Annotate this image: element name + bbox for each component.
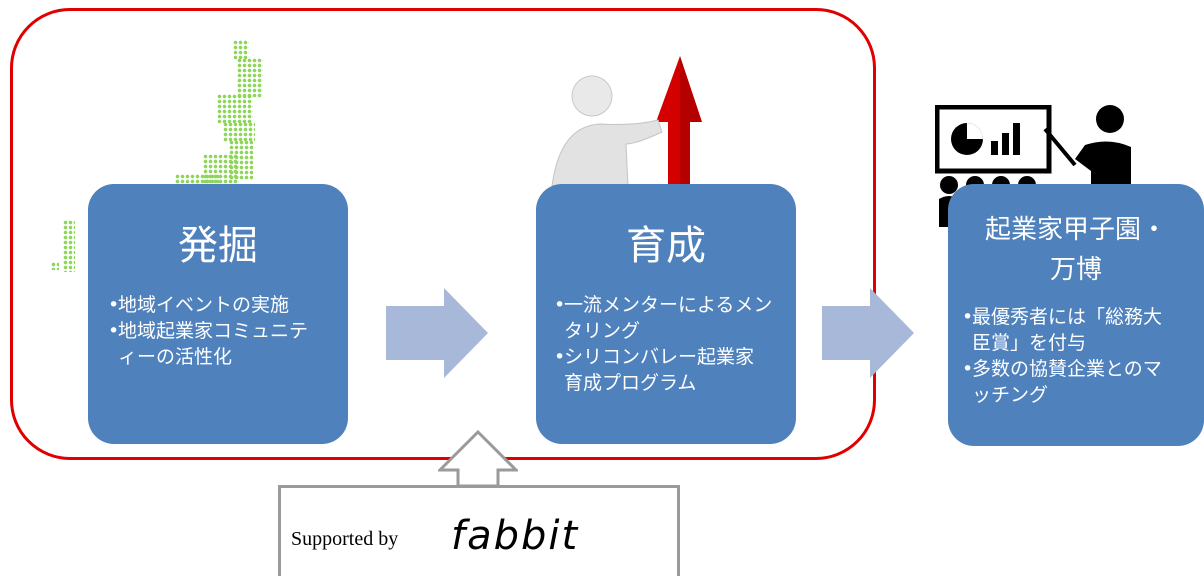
- discover-title: 発掘: [178, 223, 258, 269]
- expo-title-line2: 万博: [1049, 255, 1102, 285]
- expo-card: 起業家甲子園・ 万博 最優秀者には「総務大臣賞」を付与 多数の協賛企業とのマッチ…: [948, 184, 1204, 446]
- japan-map-icon: [45, 36, 315, 276]
- expo-title-line1: 起業家甲子園・: [984, 215, 1167, 245]
- fabbit-logo: fabbit: [451, 513, 580, 559]
- discover-bullet-1: 地域イベントの実施: [108, 292, 328, 318]
- nurture-card: 育成 一流メンターによるメンタリング シリコンバレー起業家育成プログラム: [536, 184, 796, 444]
- expo-bullet-1: 最優秀者には「総務大臣賞」を付与: [962, 304, 1172, 356]
- discover-card: 発掘 地域イベントの実施 地域起業家コミュニティーの活性化: [88, 184, 348, 444]
- nurture-bullet-2: シリコンバレー起業家育成プログラム: [554, 344, 764, 396]
- support-label: Supported by: [291, 528, 399, 550]
- expo-bullets: 最優秀者には「総務大臣賞」を付与 多数の協賛企業とのマッチング: [962, 304, 1190, 408]
- discover-bullet-2: 地域起業家コミュニティーの活性化: [108, 318, 318, 370]
- expo-bullet-2: 多数の協賛企業とのマッチング: [962, 356, 1172, 408]
- up-arrow-icon: [438, 430, 518, 488]
- right-arrow-icon: [822, 288, 914, 378]
- person-with-arrow-icon: [551, 56, 702, 186]
- nurture-bullets: 一流メンターによるメンタリング シリコンバレー起業家育成プログラム: [554, 292, 778, 396]
- nurture-title: 育成: [626, 223, 706, 269]
- right-arrow-icon: [386, 288, 488, 378]
- nurture-bullet-1: 一流メンターによるメンタリング: [554, 292, 778, 344]
- process-frame: [10, 8, 876, 460]
- discover-bullets: 地域イベントの実施 地域起業家コミュニティーの活性化: [108, 292, 328, 370]
- support-box: Supported by fabbit: [278, 485, 680, 576]
